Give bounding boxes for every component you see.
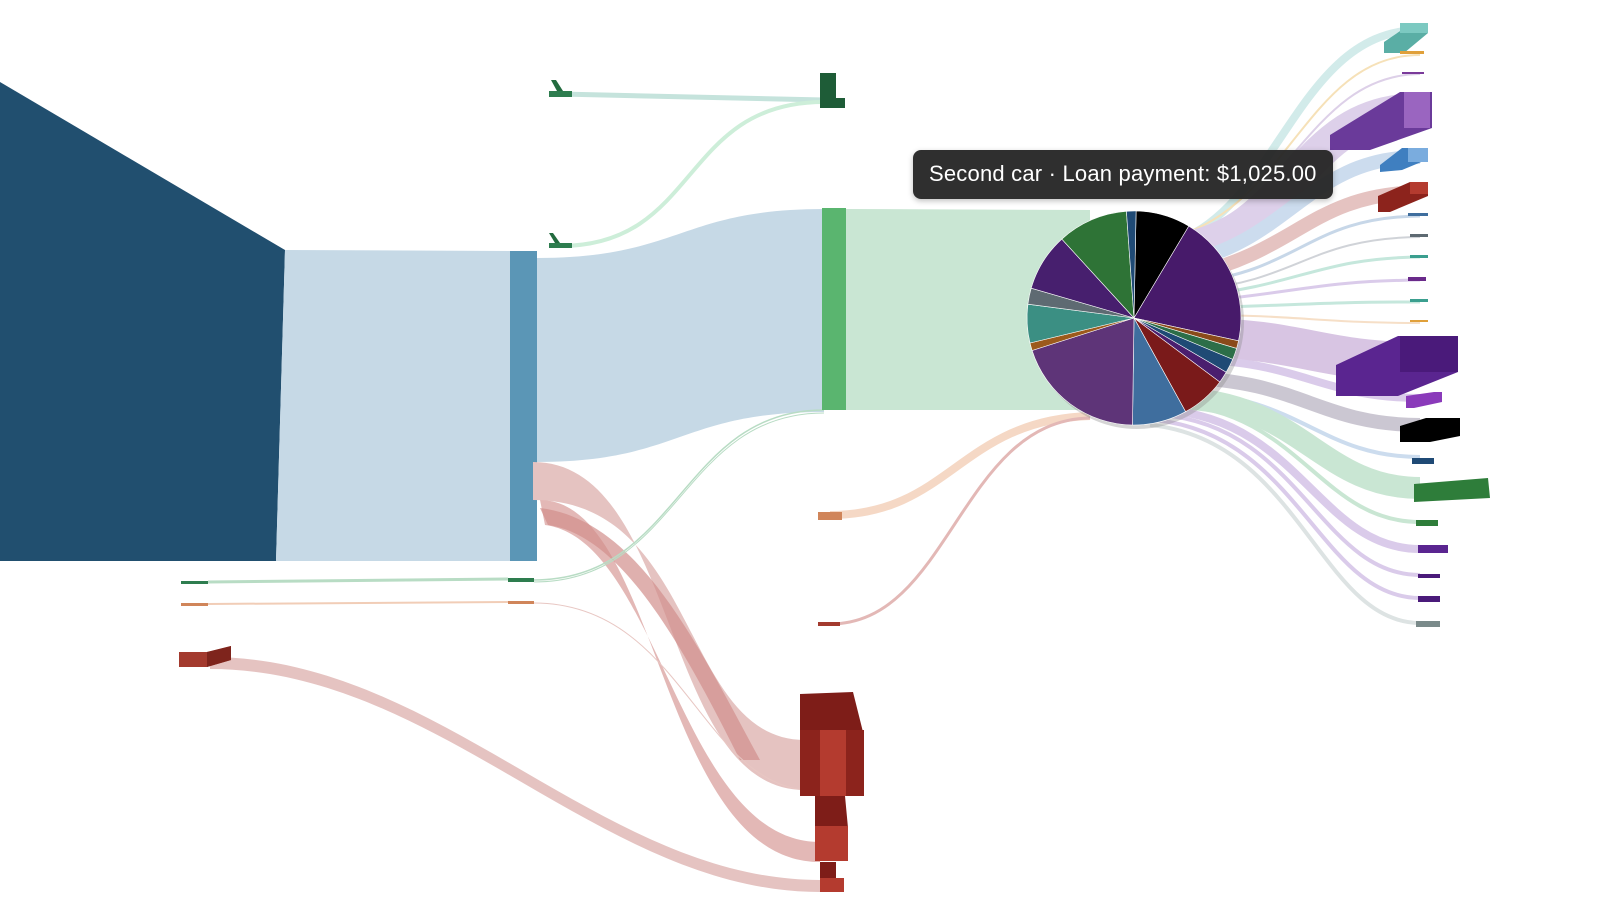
- node-savings-mid-top: [815, 796, 848, 828]
- node-hub-small-orange[interactable]: [508, 601, 534, 604]
- node-r6-face: [1410, 182, 1428, 194]
- node-r13-face: [1400, 336, 1458, 372]
- node-r21[interactable]: [1418, 596, 1440, 602]
- link-mid-orange: [829, 412, 1091, 519]
- node-r16[interactable]: [1412, 458, 1434, 464]
- pie-slice[interactable]: [1126, 210, 1137, 319]
- link-hub-overlap: [540, 508, 760, 760]
- tooltip-amount: $1,025.00: [1216, 161, 1317, 186]
- node-expenses[interactable]: [822, 208, 846, 410]
- node-top-2[interactable]: [549, 243, 572, 248]
- node-r19[interactable]: [1418, 545, 1448, 553]
- pie-slice[interactable]: [1133, 225, 1242, 342]
- right-nodes[interactable]: [1330, 23, 1490, 627]
- node-r10[interactable]: [1408, 277, 1426, 281]
- tooltip-item: Loan payment: [1062, 161, 1205, 186]
- link-left-orange: [207, 601, 509, 605]
- node-savings-mid[interactable]: [815, 826, 848, 861]
- link-left-green: [207, 577, 509, 584]
- node-left-red-top: [207, 646, 231, 667]
- node-savings-small-face[interactable]: [820, 878, 844, 892]
- node-mid-red[interactable]: [818, 622, 840, 626]
- pie-slice[interactable]: [1031, 317, 1135, 426]
- node-top-2-tail: [549, 233, 560, 243]
- node-hub[interactable]: [510, 251, 537, 561]
- pie-slice[interactable]: [1061, 210, 1135, 319]
- link-hub-to-savings-1: [533, 462, 805, 790]
- node-hub-small-green[interactable]: [508, 578, 534, 582]
- node-r3[interactable]: [1402, 72, 1424, 74]
- node-r18[interactable]: [1416, 520, 1438, 526]
- link-hub-to-expenses: [537, 209, 824, 462]
- node-savings-small[interactable]: [820, 862, 836, 878]
- link-expenses-to-pie: [846, 209, 1090, 410]
- link-thin-orange: [533, 602, 806, 791]
- node-r8[interactable]: [1410, 234, 1428, 237]
- link-top-2: [559, 100, 825, 248]
- node-r11[interactable]: [1410, 299, 1428, 302]
- link-income-to-hub: [276, 250, 511, 561]
- link-thin-green: [533, 409, 825, 581]
- link-top-1: [559, 91, 825, 103]
- node-r9[interactable]: [1410, 255, 1428, 258]
- node-savings-big-top: [800, 692, 863, 732]
- node-income-source[interactable]: [0, 82, 285, 561]
- tooltip-separator: ·: [1042, 161, 1063, 186]
- node-top-1[interactable]: [549, 91, 572, 97]
- node-r2[interactable]: [1400, 51, 1424, 54]
- link-thin-green-2: [533, 412, 825, 583]
- node-top-right-green[interactable]: [820, 73, 845, 108]
- node-left-green[interactable]: [181, 581, 208, 584]
- link-mid-red: [829, 416, 1091, 626]
- node-r5-face: [1408, 148, 1428, 162]
- hover-tooltip: Second car · Loan payment: $1,025.00: [913, 150, 1333, 199]
- node-r20[interactable]: [1418, 574, 1440, 578]
- node-r17[interactable]: [1414, 478, 1490, 502]
- node-top-1-tail: [551, 80, 563, 91]
- node-r12[interactable]: [1410, 320, 1428, 322]
- node-r14[interactable]: [1406, 392, 1442, 408]
- node-r4-face: [1404, 92, 1430, 128]
- node-left-orange[interactable]: [181, 603, 208, 606]
- tooltip-colon: :: [1204, 161, 1217, 186]
- node-r22[interactable]: [1416, 621, 1440, 627]
- node-r15[interactable]: [1400, 418, 1460, 442]
- link-left-red-to-savings: [210, 657, 820, 892]
- node-savings-big-face: [820, 730, 846, 796]
- tooltip-category: Second car: [929, 161, 1043, 186]
- node-r7[interactable]: [1408, 213, 1428, 216]
- node-r1-face: [1400, 23, 1428, 33]
- node-mid-orange[interactable]: [818, 512, 842, 520]
- pie-node-second-car[interactable]: [1026, 210, 1244, 429]
